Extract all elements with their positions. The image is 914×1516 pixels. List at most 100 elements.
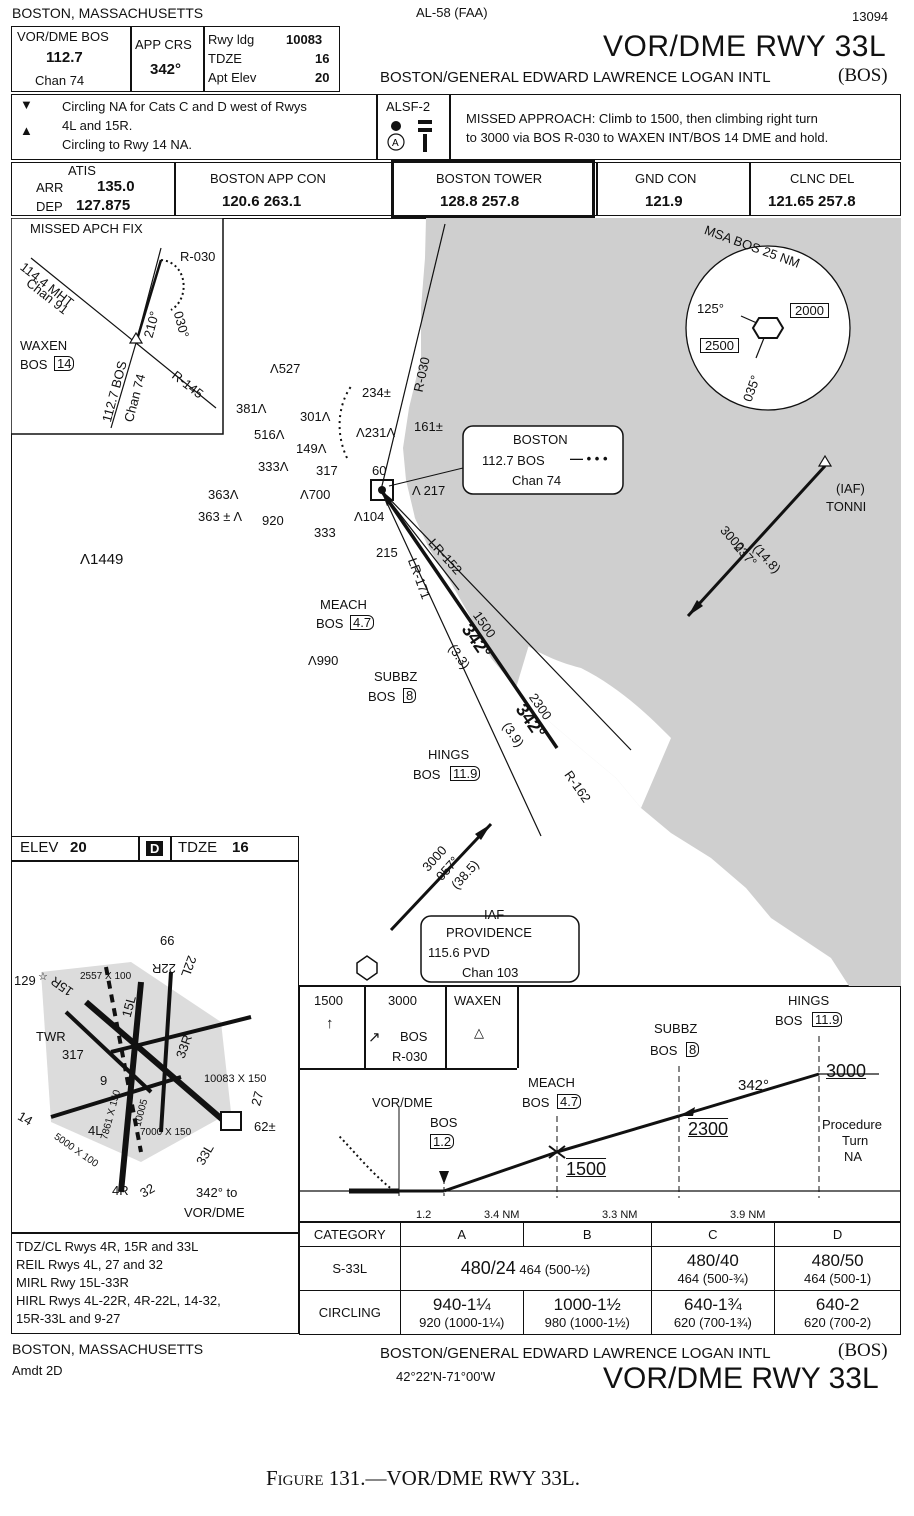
header-airport: BOSTON/GENERAL EDWARD LAWRENCE LOGAN INT…: [380, 69, 771, 86]
obstacle-231: Λ231Λ: [356, 425, 396, 440]
up-arrow-icon: ↑: [326, 1015, 334, 1032]
boston-vor-box: [462, 425, 624, 495]
obstacle-149: 149Λ: [296, 441, 327, 456]
obstacle-920: 920: [262, 513, 284, 528]
obstacle-62: 62±: [254, 1119, 276, 1134]
rwy-4l: 4L: [88, 1123, 103, 1138]
dep-label: DEP: [36, 199, 63, 214]
circling-restricted-icon: ▼: [20, 97, 33, 112]
obstacle-317: 317: [316, 463, 338, 478]
profile-subbz-dme: 8: [686, 1042, 700, 1057]
divider: [138, 836, 140, 860]
profile-hings-dme: 11.9: [812, 1012, 843, 1027]
icon-r030: R-030: [392, 1049, 428, 1064]
obstacle-234: 234±: [362, 385, 391, 400]
lighting-system: ALSF-2: [386, 99, 431, 114]
rwy-27: 27: [248, 1089, 267, 1108]
meach-label: MEACH: [320, 597, 367, 612]
header-series: AL-58 (FAA): [416, 5, 488, 20]
apt-elev: 20: [315, 70, 330, 85]
obstacle-333a: 333Λ: [258, 459, 289, 474]
hings-bos: BOS: [413, 767, 441, 782]
profile-crs: 342°: [738, 1077, 770, 1094]
profile-meach: MEACH: [528, 1075, 575, 1090]
boston-vor-chan: Chan 74: [512, 473, 562, 488]
alsf-icon: A: [387, 120, 432, 152]
dist-12: 1.2: [416, 1209, 432, 1221]
divider: [376, 94, 378, 160]
boston-vor-symbol: [370, 479, 394, 501]
holding-r030: R-030: [180, 249, 216, 264]
lighting-note-5: 15R-33L and 9-27: [16, 1311, 121, 1326]
cat-c: C: [650, 1222, 776, 1247]
cat-b: B: [522, 1222, 652, 1247]
tonni-name: TONNI: [826, 499, 867, 514]
clnc-freq: 121.65 257.8: [768, 193, 856, 210]
icon-3000: 3000: [388, 993, 417, 1008]
profile-hings-bos: BOS: [775, 1013, 803, 1028]
right-turn-icon: ↗: [368, 1029, 381, 1046]
cat-a: A: [399, 1222, 524, 1247]
divider: [11, 1232, 299, 1234]
rwy-7000: 7000 X 150: [140, 1127, 192, 1138]
divider: [749, 162, 751, 216]
msa-125: 125°: [697, 301, 724, 316]
rwy-4r: 4R: [112, 1183, 129, 1198]
obstacle-527: Λ527: [270, 361, 301, 376]
note-line-1: Circling NA for Cats C and D west of Rwy…: [62, 99, 307, 114]
tower-freq: 128.8 257.8: [440, 193, 520, 210]
meach-dme: 4.7: [350, 615, 375, 630]
divider: [596, 162, 598, 216]
boston-vor-freq: 112.7 BOS: [482, 453, 545, 468]
note-line-3: Circling to Rwy 14 NA.: [62, 137, 193, 152]
note-342: 342° to: [196, 1185, 238, 1200]
footer-location: BOSTON, MASSACHUSETTS: [12, 1341, 204, 1357]
missed-apch-fix-label: MISSED APCH FIX: [30, 221, 143, 236]
waxen-dme: 14: [54, 356, 75, 371]
circling-label: CIRCLING: [299, 1290, 401, 1335]
divider: [11, 860, 299, 862]
divider: [449, 94, 451, 160]
rwy-9: 9: [100, 1073, 108, 1088]
vor-chan: Chan 74: [35, 73, 85, 88]
missed-approach-line-1: MISSED APPROACH: Climb to 1500, then cli…: [466, 111, 818, 126]
tdze-label: TDZE: [208, 51, 242, 66]
category-label: CATEGORY: [299, 1222, 401, 1247]
obstacle-1449: Λ1449: [80, 551, 124, 568]
svg-text:☆: ☆: [38, 971, 48, 983]
profile-diagram: [299, 1036, 901, 1198]
pt-na-3: NA: [844, 1149, 863, 1164]
divider: [364, 986, 366, 1068]
msa-2500: 2500: [700, 338, 739, 353]
waxen-triangle-icon: △: [474, 1025, 484, 1040]
arr-label: ARR: [36, 180, 64, 195]
pt-na-2: Turn: [842, 1133, 869, 1148]
obstacle-333b: 333: [314, 525, 336, 540]
vor-freq: 112.7: [46, 49, 83, 66]
boston-vor-name: BOSTON: [513, 432, 568, 447]
tdze-label: TDZE: [178, 839, 218, 856]
lighting-note-1: TDZ/CL Rwys 4R, 15R and 33L: [16, 1239, 199, 1254]
subbz-bos: BOS: [368, 689, 396, 704]
header-chart-number: 13094: [852, 9, 889, 24]
profile-subbz-bos: BOS: [650, 1043, 678, 1058]
elev: 20: [70, 839, 87, 856]
app-con-label: BOSTON APP CON: [210, 171, 326, 186]
profile-mapt-dme: 1.2: [430, 1134, 455, 1149]
tower-box: [391, 160, 595, 218]
divider: [170, 836, 172, 860]
rwy-2557: 2557 X 100: [80, 971, 132, 982]
pvd-name: PROVIDENCE: [446, 925, 532, 940]
obstacle-381: 381Λ: [236, 401, 267, 416]
gnd-freq: 121.9: [645, 193, 683, 210]
header-airport-id: (BOS): [838, 65, 888, 86]
rwy-ldg-label: Rwy ldg: [208, 32, 255, 47]
lighting-note-3: MIRL Rwy 15L-33R: [16, 1275, 129, 1290]
divider: [445, 986, 447, 1068]
obstacle-363b: 363 ± Λ: [198, 509, 243, 524]
waxen-bos: BOS: [20, 357, 48, 372]
elev-label: ELEV: [20, 839, 59, 856]
